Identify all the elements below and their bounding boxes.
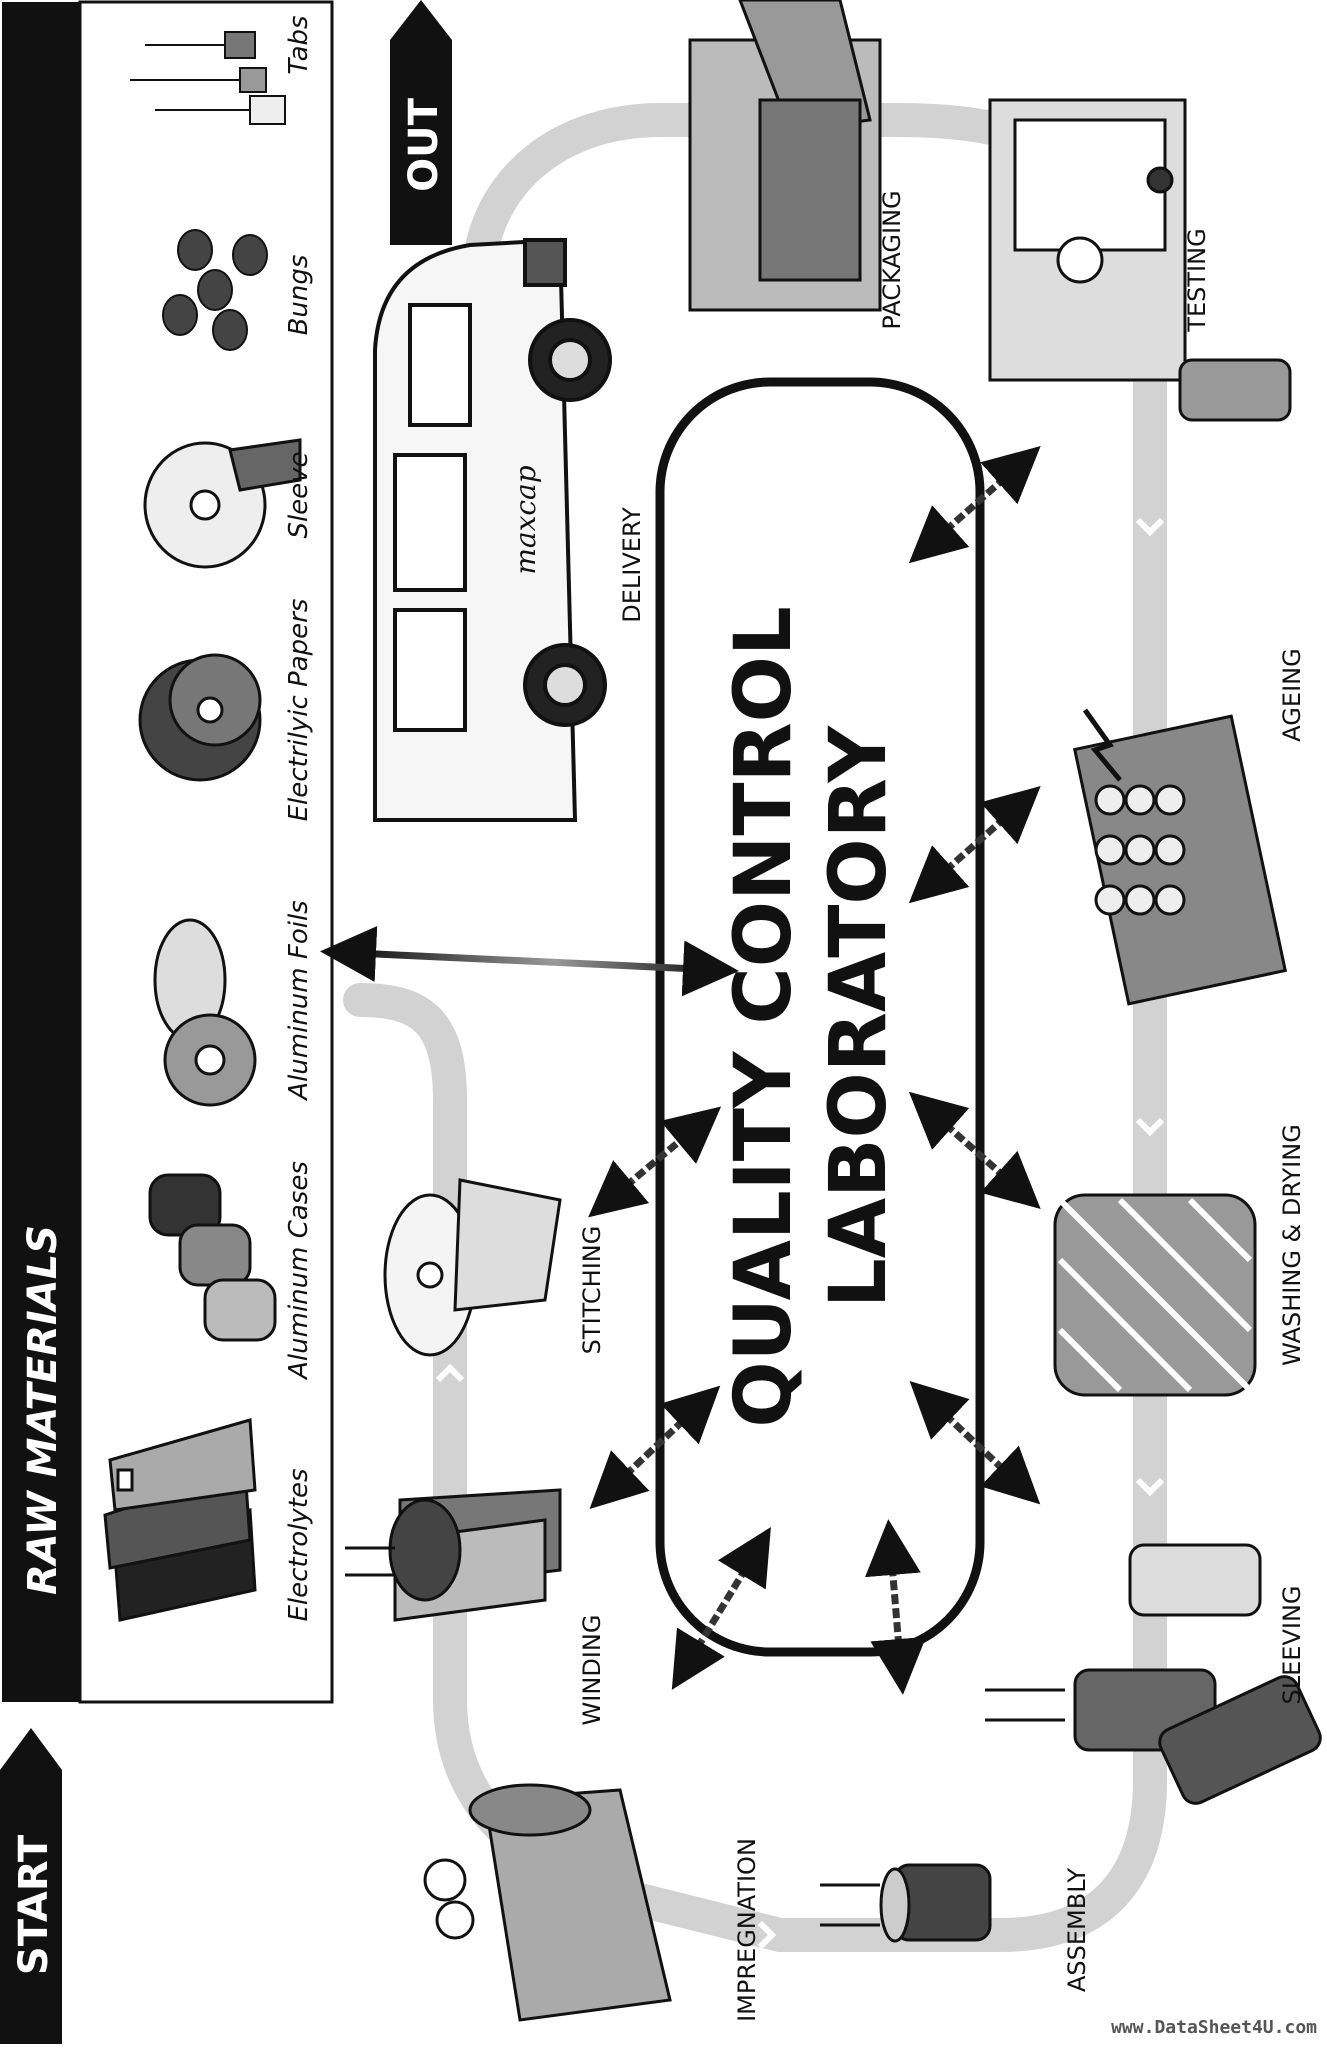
out-label: OUT [401, 97, 447, 191]
delivery-van [375, 240, 610, 820]
stitching-illustration [385, 1180, 560, 1355]
material-label-tabs: Tabs [284, 15, 314, 74]
testing-instrument [990, 100, 1290, 420]
step-label-delivery: DELIVERY [618, 507, 646, 623]
step-label-stitching: STITCHING [578, 1226, 606, 1355]
van-brand-text: maxcap [509, 465, 542, 574]
start-label-group: START [11, 1834, 57, 1975]
material-label-sleeve: Sleeve [284, 451, 314, 538]
out-label-group: OUT [401, 97, 447, 191]
step-label-sleeving: SLEEVING [1278, 1586, 1306, 1705]
step-label-packaging: PACKAGING [878, 190, 906, 329]
winding-illustration [345, 1490, 560, 1620]
step-label-washing-drying: WASHING & DRYING [1278, 1124, 1306, 1366]
raw-materials-title: RAW MATERIALS [20, 1225, 66, 1595]
ageing-rack [1075, 710, 1286, 1004]
step-label-assembly: ASSEMBLY [1063, 1868, 1091, 1992]
material-label-aluminum-foils: Aluminum Foils [284, 900, 314, 1101]
material-label-aluminum-cases: Aluminum Cases [284, 1161, 314, 1381]
watermark: www.DataSheet4U.com [1111, 2017, 1317, 2038]
step-label-ageing: AGEING [1278, 648, 1306, 741]
step-label-impregnation: IMPREGNATION [733, 1838, 761, 2022]
washing-drying-basket [1055, 1195, 1255, 1395]
lab-title: QUALITY CONTROL LABORATORY [719, 606, 904, 1427]
lab-title-line1: QUALITY CONTROL [719, 606, 809, 1427]
impregnation-illustration [425, 1785, 670, 2020]
material-label-bungs: Bungs [284, 255, 314, 336]
step-label-testing: TESTING [1183, 228, 1211, 332]
packaging-boxes [690, 0, 880, 310]
lab-title-line2: LABORATORY [814, 724, 904, 1308]
material-label-electrolytic-papers: Electrilyic Papers [284, 599, 314, 822]
material-label-electrolytes: Electrolytes [284, 1468, 314, 1621]
start-label: START [11, 1834, 57, 1975]
step-label-winding: WINDING [578, 1615, 606, 1726]
